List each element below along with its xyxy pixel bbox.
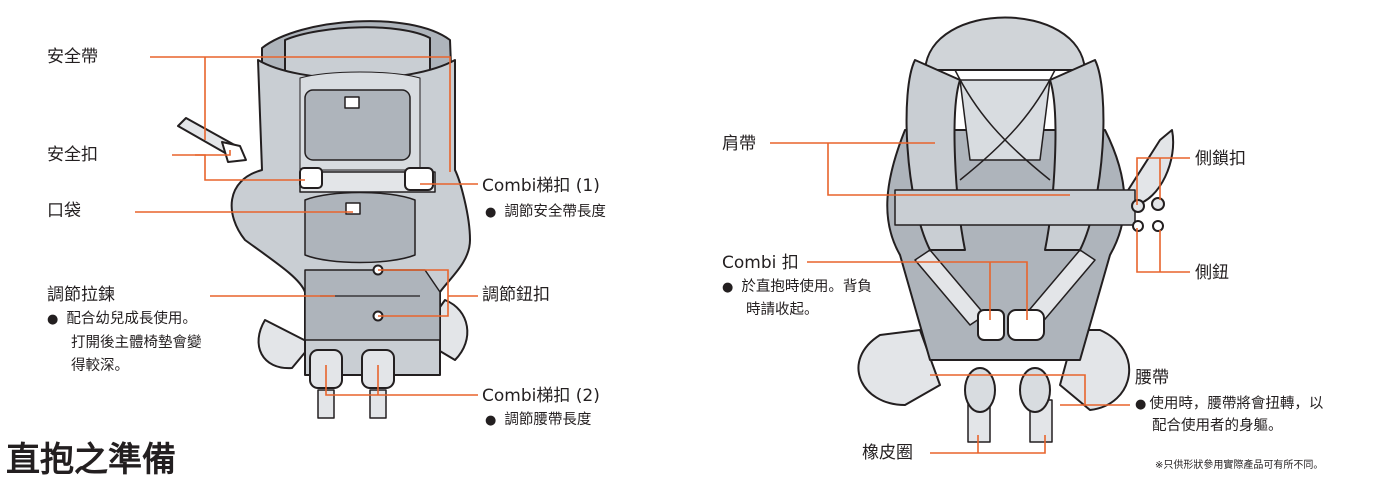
footnote: ※只供形狀參用實際產品可有所不同。	[1155, 460, 1324, 471]
note-combi-buckle-line1: 於直抱時使用。背負	[722, 276, 872, 299]
note-zipper-line3: 得較深。	[71, 358, 129, 374]
label-waist-belt: 腰帶	[1135, 368, 1169, 388]
carrier-diagram	[135, 16, 1190, 454]
section-heading: 直抱之準備	[6, 440, 176, 480]
label-side-lock: 側鎖扣	[1195, 149, 1246, 169]
label-zipper: 調節拉鍊	[47, 285, 115, 305]
label-combi-buckle-2: Combi梯扣 (2)	[482, 386, 600, 406]
label-pocket: 口袋	[47, 201, 81, 221]
front-carrier-illustration	[177, 20, 471, 419]
label-safety-belt: 安全帶	[47, 47, 98, 67]
note-zipper-line2: 打開後主體椅墊會變	[71, 335, 202, 351]
note-combi-buckle-2: 調節腰帶長度	[485, 409, 591, 432]
front-leader-lines	[135, 56, 478, 396]
label-combi-buckle-1: Combi梯扣 (1)	[482, 176, 600, 196]
note-zipper-line1: 配合幼兒成長使用。	[47, 308, 197, 331]
note-waist-belt-line1: 使用時，腰帶將會扭轉，以	[1135, 393, 1323, 416]
label-safety-buckle: 安全扣	[47, 145, 98, 165]
label-combi-buckle: Combi 扣	[722, 253, 799, 273]
note-combi-buckle-1: 調節安全帶長度	[485, 201, 606, 224]
back-carrier-illustration	[857, 16, 1175, 443]
label-side-button: 側鈕	[1195, 263, 1229, 283]
label-rubber-ring: 橡皮圈	[862, 443, 913, 463]
note-waist-belt-line2: 配合使用者的身軀。	[1152, 418, 1283, 434]
back-leader-lines	[770, 142, 1190, 454]
label-shoulder-strap: 肩帶	[722, 134, 756, 154]
label-snap-buttons: 調節鈕扣	[482, 285, 550, 305]
note-combi-buckle-line2: 時請收起。	[746, 302, 819, 318]
